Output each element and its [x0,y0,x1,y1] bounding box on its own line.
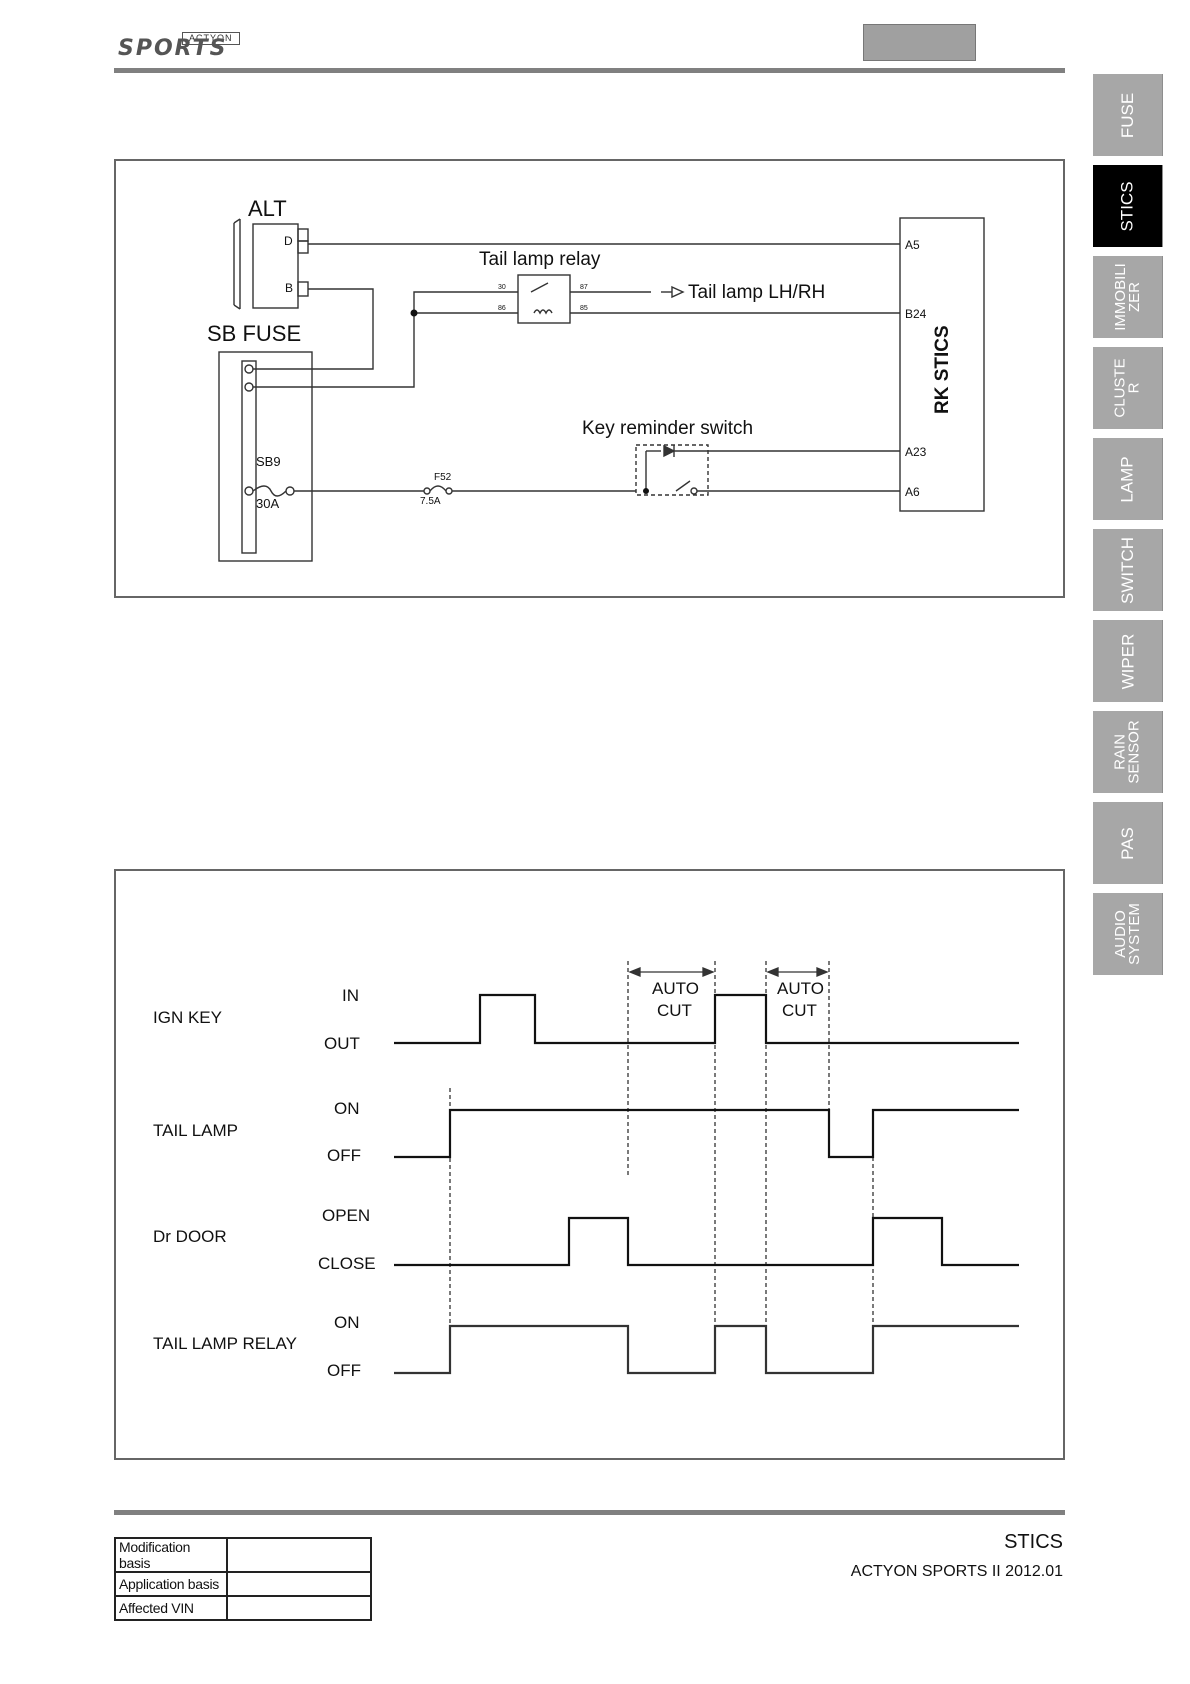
revision-label: Modification basis [114,1537,228,1573]
circuit-diagram-panel: ALT D B SB FUSE SB9 30A Tail lamp relay … [114,159,1065,598]
signal-name-tail-lamp: TAIL LAMP [153,1121,238,1140]
revision-label: Affected VIN [114,1595,228,1621]
relay-pin-85: 85 [580,305,588,312]
circuit-diagram: ALT D B SB FUSE SB9 30A Tail lamp relay … [207,196,985,562]
level-relay-on: ON [334,1313,360,1332]
tab-cluster[interactable]: CLUSTE R [1093,347,1163,429]
tab-rain-sensor[interactable]: RAIN SENSOR [1093,711,1163,793]
tab-immobilizer[interactable]: IMMOBILI ZER [1093,256,1163,338]
tab-wiper[interactable]: WIPER [1093,620,1163,702]
sb9-rating: 30A [256,496,279,511]
alt-label: ALT [248,196,287,221]
header-grey-box [863,24,976,61]
auto-cut-1-line1: AUTO [652,979,699,998]
tab-label: RAIN SENSOR [1111,720,1143,784]
level-door-close: CLOSE [318,1254,376,1273]
relay-pin-86: 86 [498,305,506,312]
tab-lamp[interactable]: LAMP [1093,438,1163,520]
tab-label: FUSE [1118,92,1137,138]
f52-rating: 7.5A [420,496,441,507]
auto-cut-2-line2: CUT [782,1001,817,1020]
relay-pin-87: 87 [580,284,588,291]
level-ign-out: OUT [324,1034,360,1053]
relay-label: Tail lamp relay [479,249,601,270]
tab-label: AUDIO SYSTEM [1111,903,1143,965]
pin-a5: A5 [905,238,920,252]
level-tail-off: OFF [327,1146,361,1165]
tab-audio-system[interactable]: AUDIO SYSTEM [1093,893,1163,975]
revision-label: Application basis [114,1571,228,1597]
sb-fuse-label: SB FUSE [207,321,301,346]
timing-diagram: AUTO CUT AUTO CUT IGN KEY TAIL LAMP Dr D… [153,961,1019,1380]
table-row: Application basis [114,1571,372,1597]
tab-label: CLUSTE R [1111,358,1143,418]
alt-pin-d: D [284,234,293,248]
pin-b24: B24 [905,307,927,321]
tab-label: LAMP [1117,455,1137,503]
signal-name-dr-door: Dr DOOR [153,1227,227,1246]
header-rule [114,68,1065,73]
footer-model-year: ACTYON SPORTS II 2012.01 [850,1563,1063,1580]
table-row: Affected VIN [114,1595,372,1621]
footer-rule [114,1510,1065,1515]
signal-name-ign-key: IGN KEY [153,1008,222,1027]
signal-name-tail-lamp-relay: TAIL LAMP RELAY [153,1334,297,1353]
tab-label: WIPER [1117,633,1137,689]
table-row: Modification basis [114,1537,372,1573]
timing-diagram-panel: AUTO CUT AUTO CUT IGN KEY TAIL LAMP Dr D… [114,869,1065,1460]
level-ign-in: IN [342,986,359,1005]
tab-fuse[interactable]: FUSE [1093,74,1163,156]
revision-value [226,1595,372,1621]
auto-cut-2-line1: AUTO [777,979,824,998]
footer-section-title: STICS [1004,1531,1063,1553]
auto-cut-1-line2: CUT [657,1001,692,1020]
module-label: RK STICS [932,325,953,414]
tab-switch[interactable]: SWITCH [1093,529,1163,611]
tab-stics[interactable]: STICS [1093,165,1163,247]
relay-pin-30: 30 [498,284,506,291]
level-tail-on: ON [334,1099,360,1118]
level-relay-off: OFF [327,1361,361,1380]
pin-a6: A6 [905,485,920,499]
alt-pin-b: B [285,281,293,295]
tab-pas[interactable]: PAS [1093,802,1163,884]
tab-label: STICS [1118,180,1137,232]
revision-value [226,1537,372,1573]
revision-table: Modification basis Application basis Aff… [114,1537,372,1621]
logo-badge: ACTYON [182,32,240,45]
pin-a23: A23 [905,445,927,459]
logo-wordmark: SPORTS [118,36,228,61]
level-door-open: OPEN [322,1206,370,1225]
f52-label: F52 [434,472,452,483]
tab-label: SWITCH [1117,536,1137,604]
key-switch-label: Key reminder switch [582,418,753,439]
sb9-label: SB9 [256,454,281,469]
tail-lamp-label: Tail lamp LH/RH [688,282,825,303]
revision-value [226,1571,372,1597]
tab-label: PAS [1117,826,1137,860]
tab-label: IMMOBILI ZER [1111,263,1143,331]
